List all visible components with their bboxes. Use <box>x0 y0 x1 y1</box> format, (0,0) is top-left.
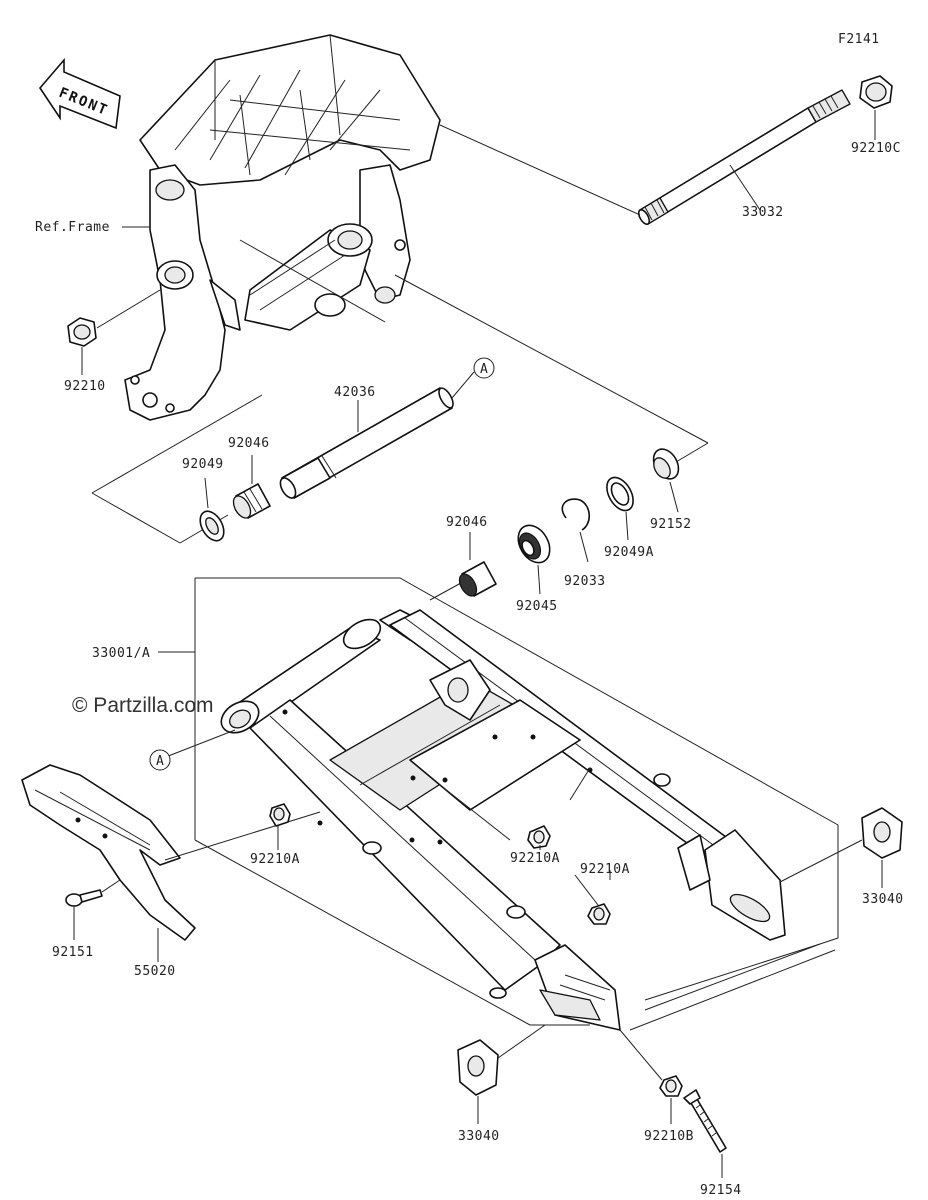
chain-adjuster-33040-right-drawing <box>861 807 903 859</box>
watermark: © Partzilla.com <box>72 694 214 717</box>
part-label-55020: 55020 <box>134 964 176 979</box>
nut-92210A-2-drawing <box>527 825 551 849</box>
part-label-92045: 92045 <box>516 599 558 614</box>
part-label-92151: 92151 <box>52 945 94 960</box>
needle-bearing-92046-left-drawing <box>232 483 271 519</box>
sleeve-92152-drawing <box>652 448 680 480</box>
needle-bearing-92046-mid-drawing <box>458 561 497 597</box>
part-label-33040-right: 33040 <box>862 892 904 907</box>
part-label-92049: 92049 <box>182 457 224 472</box>
part-label-92210B: 92210B <box>644 1129 694 1144</box>
screw-92151-drawing <box>65 889 103 907</box>
part-label-92154: 92154 <box>700 1183 742 1198</box>
part-label-92210A-1: 92210A <box>250 852 300 867</box>
part-label-92210A-2: 92210A <box>510 851 560 866</box>
callout-a-lower <box>149 749 171 771</box>
nut-92210-drawing <box>67 317 97 347</box>
chain-guard-55020-drawing <box>21 764 196 941</box>
swing-arm-33001A-drawing <box>220 609 786 1031</box>
callout-a-upper-text: A <box>480 362 488 377</box>
part-label-92210: 92210 <box>64 379 106 394</box>
seal-92049-drawing <box>199 510 225 542</box>
part-label-33040-bottom: 33040 <box>458 1129 500 1144</box>
front-arrow-icon: FRONT <box>38 57 121 130</box>
callout-a-lower-text: A <box>156 754 164 769</box>
diagram-code: F2141 <box>838 32 880 47</box>
ref-frame-label: Ref.Frame <box>35 220 110 235</box>
part-label-92210A-3: 92210A <box>580 862 630 877</box>
chain-adjuster-33040-bottom-drawing <box>457 1039 499 1096</box>
part-label-42036: 42036 <box>334 385 376 400</box>
part-label-92046-left: 92046 <box>228 436 270 451</box>
part-label-92046-mid: 92046 <box>446 515 488 530</box>
nut-92210A-3-drawing <box>587 903 611 925</box>
part-label-92033: 92033 <box>564 574 606 589</box>
part-label-92210C: 92210C <box>851 141 901 156</box>
part-label-92152: 92152 <box>650 517 692 532</box>
seal-92049A-drawing <box>606 476 634 512</box>
nut-92210C-drawing <box>859 75 893 109</box>
nut-92210A-1-drawing <box>269 803 291 827</box>
circlip-92033-drawing <box>561 498 591 531</box>
frame-reference-drawing <box>124 34 441 421</box>
bolt-92154-drawing <box>683 1089 727 1153</box>
nut-92210B-drawing <box>659 1075 683 1097</box>
ball-bearing-92045-drawing <box>517 524 551 564</box>
part-label-33001A: 33001/A <box>92 646 150 661</box>
callout-a-upper <box>473 357 495 379</box>
pivot-shaft-33032-drawing <box>637 89 851 226</box>
part-label-92049A: 92049A <box>604 545 654 560</box>
collar-42036-drawing <box>279 387 454 499</box>
part-label-33032: 33032 <box>742 205 784 220</box>
